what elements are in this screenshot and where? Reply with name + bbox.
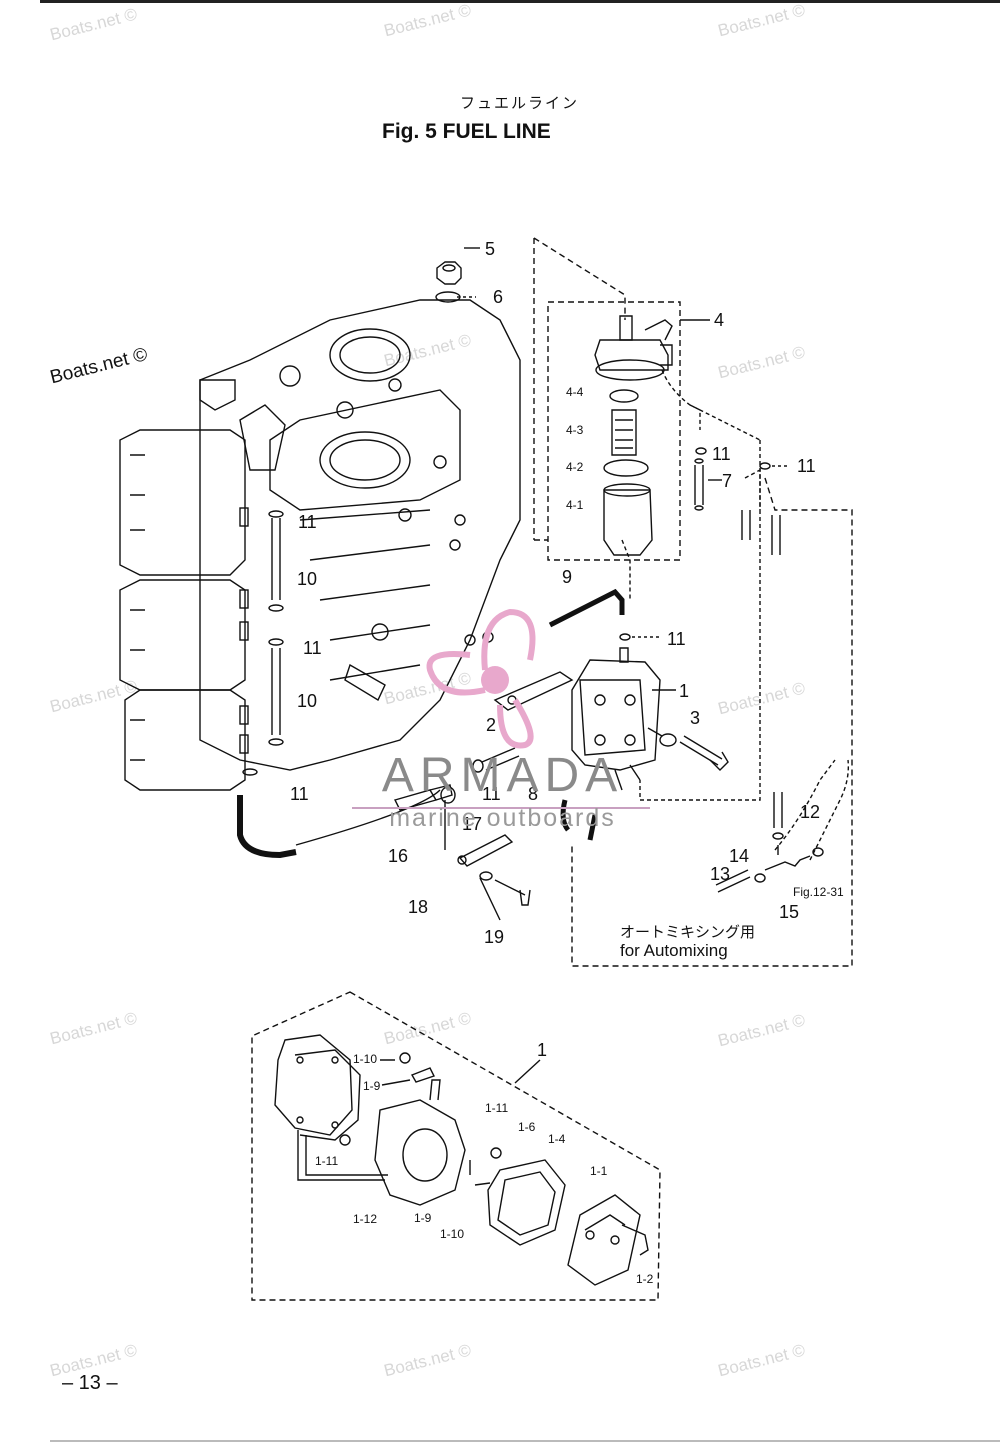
callout-label: 11 xyxy=(303,638,322,658)
callout-label: 6 xyxy=(493,287,503,307)
callout-label: 1 xyxy=(537,1040,547,1060)
callout-label: 15 xyxy=(779,902,799,922)
callout-label: 14 xyxy=(729,846,749,866)
callout-label: 4-2 xyxy=(566,460,584,474)
filter-group-box xyxy=(547,301,681,561)
hose-7-drawing xyxy=(694,447,707,511)
page-number: – 13 – xyxy=(62,1372,118,1394)
automix-caption-en: for Automixing xyxy=(620,941,728,960)
callout-label: 10 xyxy=(297,569,317,589)
callout-label: 11 xyxy=(298,512,317,532)
callout-label: 11 xyxy=(797,456,816,476)
armada-logo-icon xyxy=(426,608,536,749)
callout-label: 5 xyxy=(485,239,495,259)
callout-label: 1-11 xyxy=(315,1154,338,1168)
callout-label: 11 xyxy=(667,629,686,649)
callout-label: 11 xyxy=(482,784,501,804)
fuel-filter-drawing xyxy=(594,315,673,556)
bottom-rule xyxy=(50,1440,1000,1442)
automix-caption-jp: オートミキシング用 xyxy=(620,923,756,941)
fitting-16-drawing xyxy=(393,784,453,811)
callout-label: 10 xyxy=(297,691,317,711)
hose-13-drawing xyxy=(715,869,751,893)
callout-label: 11 xyxy=(712,444,731,464)
bolt-3-drawing xyxy=(659,733,729,771)
brand-name: ARMADA xyxy=(381,749,624,802)
filter-element-18-drawing xyxy=(457,834,514,867)
callout-label: 7 xyxy=(722,471,732,491)
callout-label: 3 xyxy=(690,708,700,728)
hose-9-drawing xyxy=(548,588,625,628)
diaphragm-drawing xyxy=(487,1159,566,1246)
fuel-pump-drawing xyxy=(571,647,661,791)
hose-8-drawing xyxy=(560,799,571,832)
callout-label: 1-9 xyxy=(363,1079,381,1093)
callout-label: 16 xyxy=(388,846,408,866)
callout-label: 1 xyxy=(679,681,689,701)
callout-label: 1-12 xyxy=(353,1212,377,1226)
nut-5-drawing xyxy=(435,261,462,303)
engine-block-drawing xyxy=(119,299,521,791)
brand-watermark: ARMADA marine outboards xyxy=(350,752,655,833)
callout-label: 9 xyxy=(562,567,572,587)
callout-label: 1-4 xyxy=(548,1132,566,1146)
callout-label: 8 xyxy=(528,784,538,804)
hose-12-drawing xyxy=(773,792,783,828)
callout-label: 1-11 xyxy=(485,1101,508,1115)
washer-17-drawing xyxy=(440,786,456,804)
pump-cover-plate-drawing xyxy=(274,1034,361,1141)
callout-label: 1-6 xyxy=(518,1120,536,1134)
callout-label: 19 xyxy=(484,927,504,947)
bracket-drawing xyxy=(493,671,574,711)
callout-label: 1-2 xyxy=(636,1272,654,1286)
pump-body-drawing xyxy=(374,1079,466,1206)
screw-19-drawing xyxy=(494,879,531,906)
callout-label: 4 xyxy=(714,310,724,330)
tee-joint-drawing xyxy=(764,845,811,871)
pump-exploded-box xyxy=(251,991,661,1301)
pump-cap-drawing xyxy=(567,1194,641,1286)
callout-label: 13 xyxy=(710,864,730,884)
callout-label: 17 xyxy=(462,814,482,834)
figure-reference: Fig.12-31 xyxy=(793,885,844,899)
hose-17-drawing xyxy=(481,747,520,771)
page-title: Fig. 5 FUEL LINE xyxy=(382,120,551,143)
title-japanese: フュエルライン xyxy=(460,94,580,112)
callout-label: 4-4 xyxy=(566,385,584,399)
callout-label: 12 xyxy=(800,802,820,822)
callout-label: 18 xyxy=(408,897,428,917)
hose-drawing xyxy=(237,795,297,859)
callout-label: 1-10 xyxy=(353,1052,377,1066)
callout-label: 2 xyxy=(486,715,496,735)
callout-label: 1-9 xyxy=(414,1211,432,1225)
callout-label: 1-1 xyxy=(590,1164,608,1178)
brand-subtitle: marine outboards xyxy=(389,804,616,832)
callout-label: 1-10 xyxy=(440,1227,464,1241)
top-rule xyxy=(40,0,1000,3)
hose-10-drawing xyxy=(242,510,284,776)
callout-label: 4-1 xyxy=(566,498,584,512)
callout-label: 4-3 xyxy=(566,423,584,437)
callout-label: 11 xyxy=(290,784,309,804)
screw-drawing xyxy=(621,1224,649,1256)
